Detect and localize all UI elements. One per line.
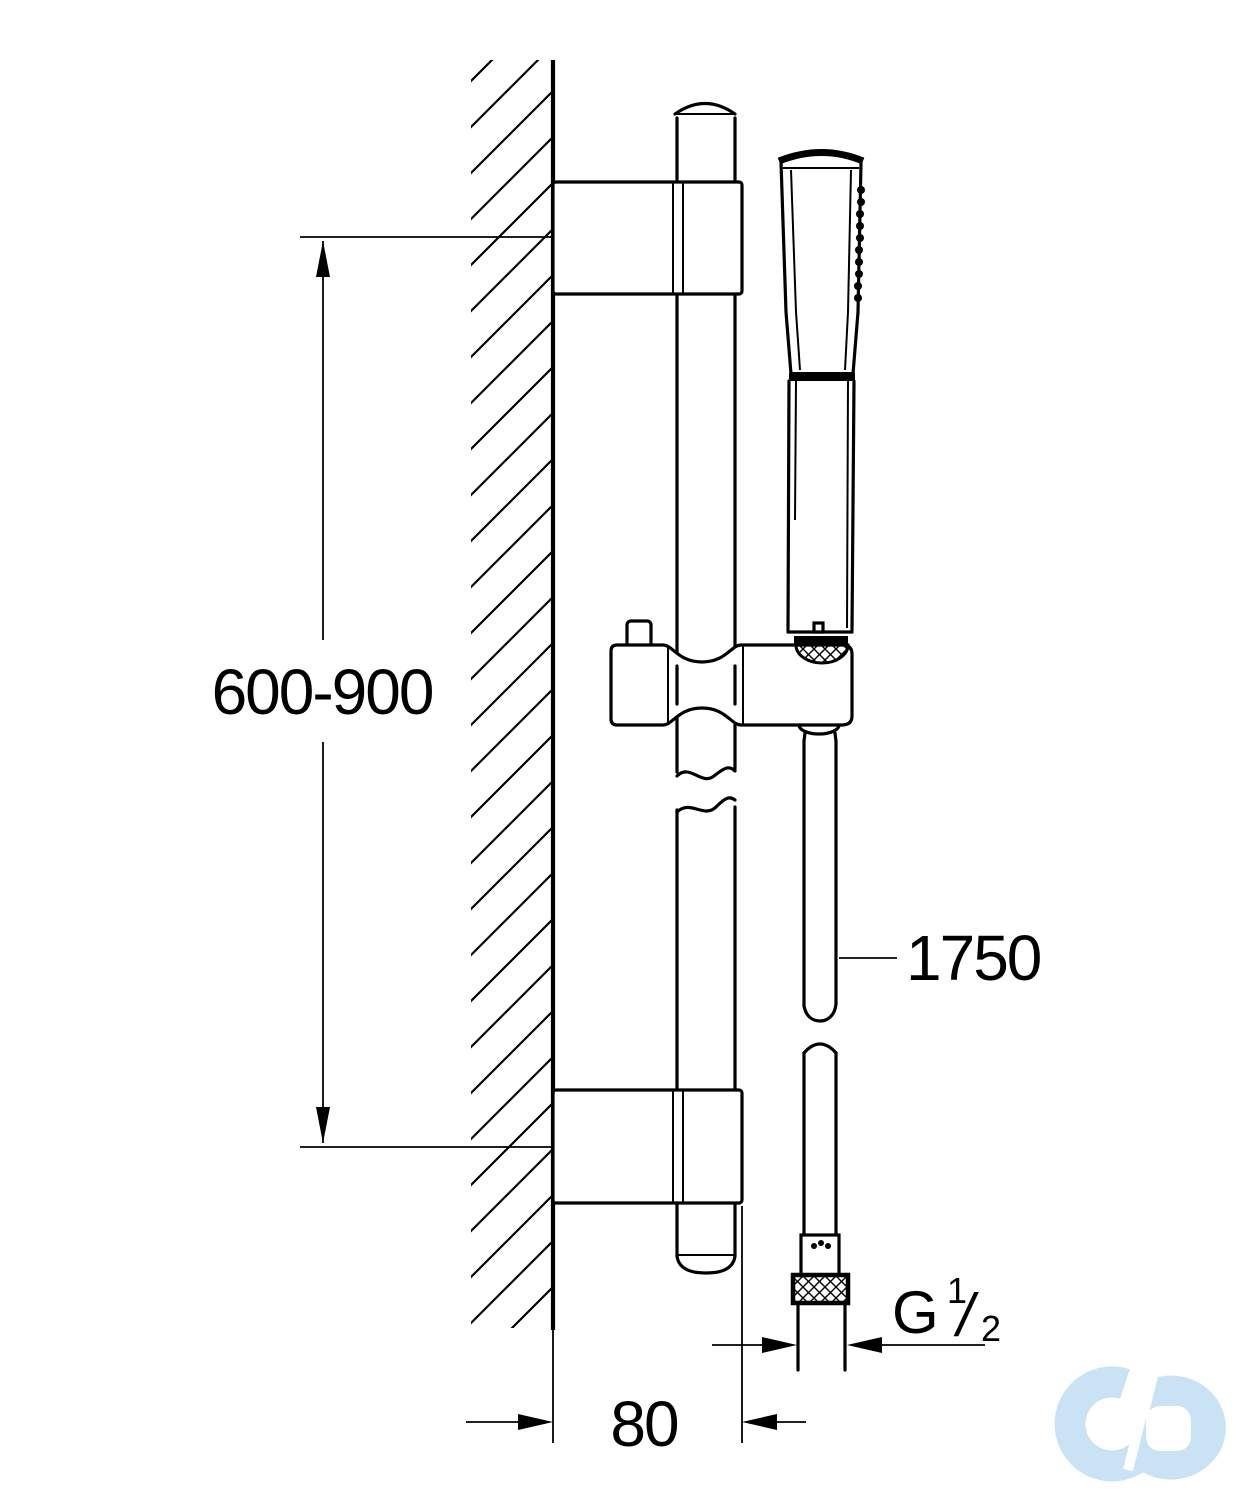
dimension-wall-offset: 80 (466, 1388, 806, 1460)
top-wall-bracket (551, 180, 744, 296)
arrow-down-icon (316, 1107, 330, 1143)
arrow-left-icon (742, 1414, 777, 1430)
arrow-right-icon (762, 1337, 797, 1353)
rail-break-upper (675, 766, 737, 780)
handle-knurled-cone (794, 643, 850, 665)
bottom-wall-bracket (551, 1088, 744, 1205)
shower-head-top-cap (777, 149, 865, 165)
wall-section (471, 60, 556, 1443)
rail-bottom-cap (675, 1254, 737, 1275)
dimension-label-hose-length: 1750 (906, 922, 1041, 994)
hose-break-upper-cap (802, 1002, 838, 1023)
shower-holder (609, 619, 854, 736)
holder-body (609, 643, 854, 727)
logo-gap (1123, 1372, 1157, 1472)
thread-label-letter: G (892, 1279, 939, 1346)
holder-hose-boss (797, 723, 841, 736)
dimension-hose-length: 1750 (839, 922, 1043, 994)
dimension-label-wall-offset: 80 (610, 1388, 678, 1460)
shower-handle-inner-lines (794, 380, 849, 629)
hose-fitting-mark (811, 1240, 831, 1249)
dimension-height-range: 600-900 (212, 241, 435, 1143)
arrow-left-icon (847, 1337, 882, 1353)
rail-break-lower (675, 796, 737, 814)
handle-end-nub (812, 621, 825, 634)
handle-cone-cap (794, 636, 848, 644)
shower-grip-band (789, 372, 855, 381)
dimension-thread: G 1 / 2 (712, 1270, 1001, 1353)
watermark-infinity-logo (1054, 1366, 1226, 1482)
hose-knurled-nut (790, 1272, 851, 1306)
shower-handle-sides (786, 379, 856, 632)
wall-hatch-icon (471, 60, 553, 1328)
arrow-right-icon (518, 1414, 553, 1430)
dimension-label-height-range: 600-900 (212, 656, 433, 728)
shower-head-inner-lines (790, 169, 852, 371)
thread-label-denominator: 2 (981, 1308, 1001, 1349)
hand-shower (777, 149, 865, 665)
spray-nozzle-dots (854, 186, 865, 302)
extension-lines (300, 236, 743, 1443)
thread-label-slash: / (953, 1282, 979, 1349)
hose-break-lower-cap (802, 1042, 838, 1055)
thread-label-numerator: 1 (947, 1270, 967, 1311)
rail-top-cap (673, 102, 737, 116)
shower-hose (790, 731, 851, 1372)
logo-drop-hole (1146, 1406, 1191, 1451)
arrow-up-icon (316, 241, 330, 277)
